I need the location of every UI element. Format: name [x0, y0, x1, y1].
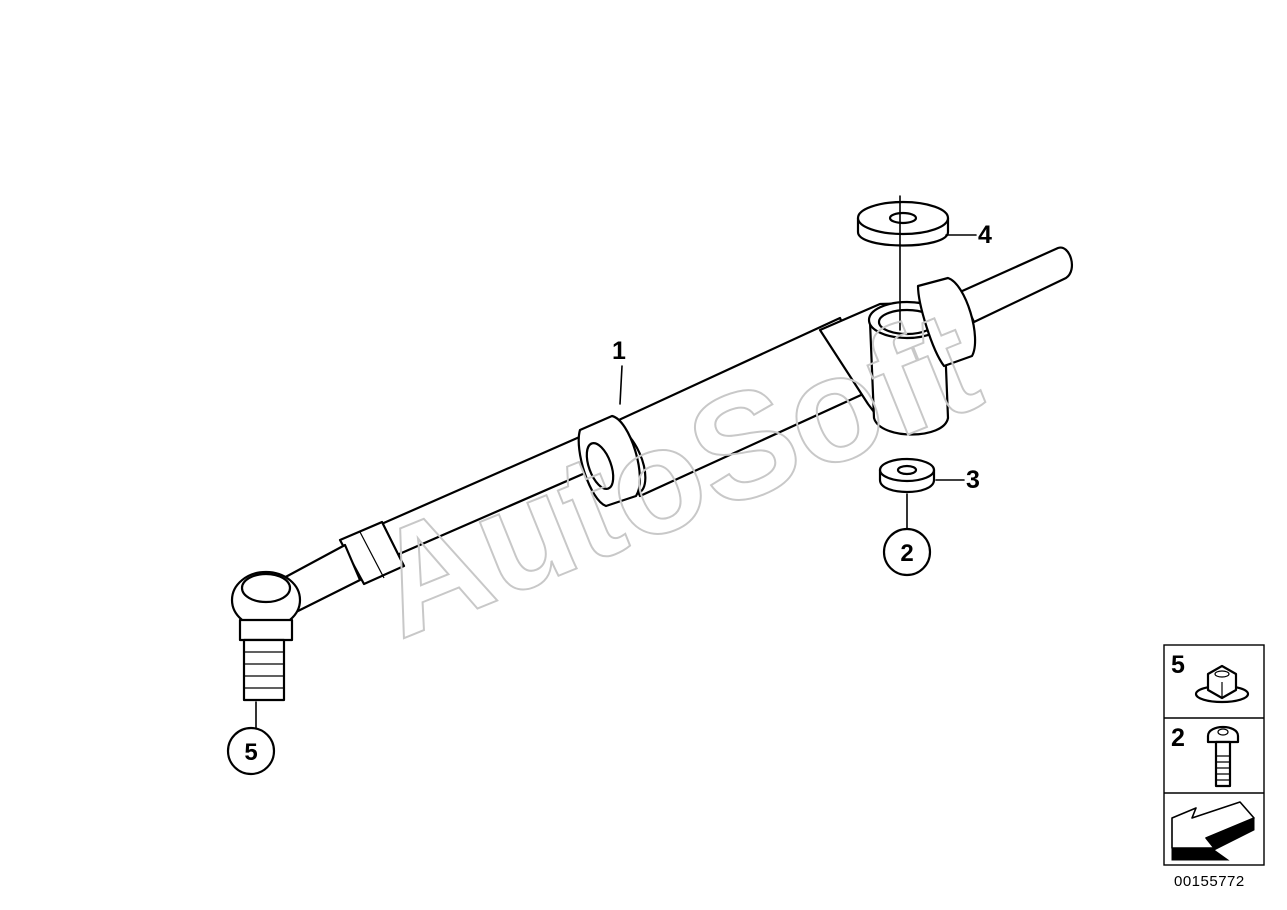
- washer-top: [856, 200, 950, 247]
- callout-5-circle: 5: [226, 726, 276, 776]
- flange-nut-icon: [1194, 664, 1250, 704]
- callout-4: 4: [978, 221, 992, 249]
- callout-3: 3: [966, 466, 980, 494]
- callout-2-circle: 2: [882, 527, 932, 577]
- callout-2: 2: [900, 540, 913, 567]
- bolt-icon: [1206, 725, 1240, 788]
- legend-panel: 5 2: [1163, 644, 1265, 866]
- legend-number-2: 2: [1171, 724, 1185, 752]
- washer-bottom: [878, 457, 936, 494]
- tie-rod-assembly: [230, 246, 1074, 702]
- callout-1: 1: [612, 337, 626, 365]
- diagram-code: 00155772: [1174, 873, 1245, 890]
- legend-number-5: 5: [1171, 651, 1185, 679]
- direction-arrow-icon: [1171, 801, 1255, 861]
- callout-5: 5: [244, 739, 257, 766]
